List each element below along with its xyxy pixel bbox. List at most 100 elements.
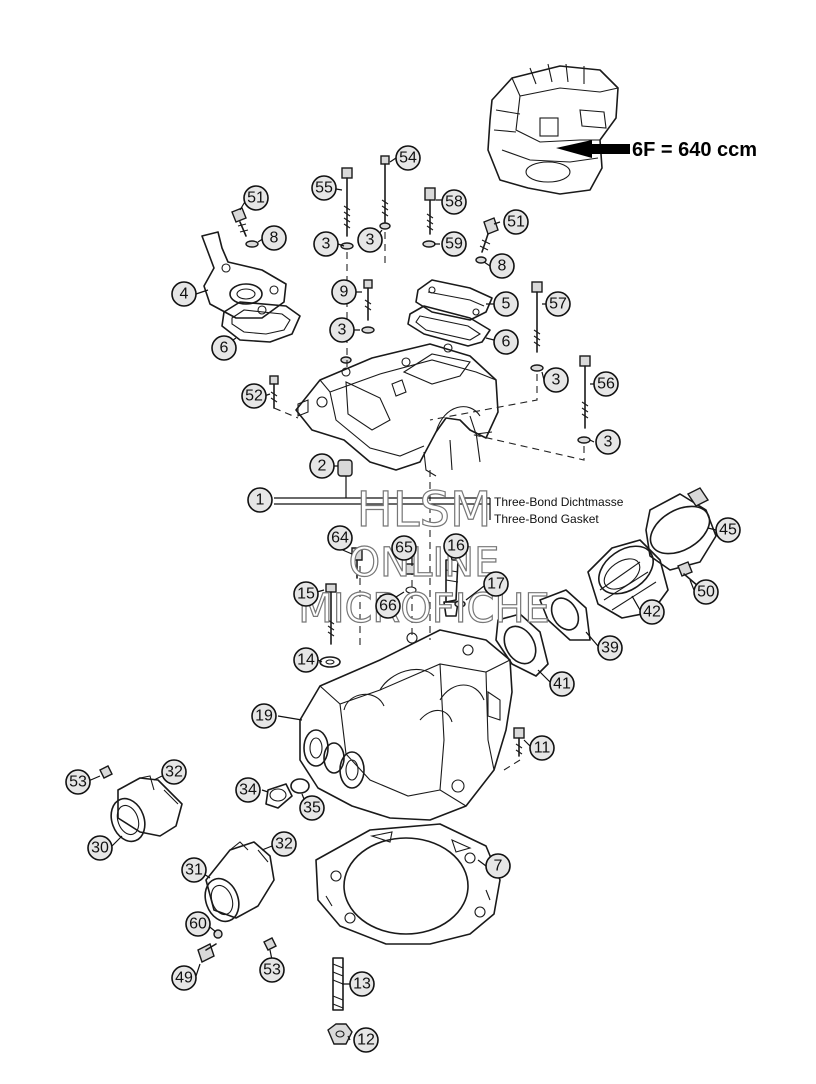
washer-17 [454, 600, 466, 608]
callout-circle [441, 231, 467, 257]
callout-number: 19 [255, 708, 273, 725]
callout-number: 39 [601, 640, 619, 657]
callout-number: 11 [534, 740, 551, 757]
callout-circle [313, 231, 339, 257]
callout-15: 15 [293, 581, 319, 607]
callout-number: 58 [445, 194, 463, 211]
callout-circle [529, 735, 555, 761]
callout-32b: 32 [271, 831, 297, 857]
callout-30: 30 [87, 835, 113, 861]
callout-circle [715, 517, 741, 543]
stud-13 [332, 957, 344, 1011]
callout-55: 55 [311, 175, 337, 201]
callout-circle [329, 317, 355, 343]
callout-number: 3 [366, 232, 375, 249]
plug-34 [265, 783, 293, 809]
callout-circle [251, 703, 277, 729]
callout-number: 45 [719, 522, 737, 539]
callout-number: 30 [91, 840, 109, 857]
callout-number: 35 [303, 800, 321, 817]
callout-54: 54 [395, 145, 421, 171]
callout-53a: 53 [65, 769, 91, 795]
callout-58: 58 [441, 189, 467, 215]
callout-circle [271, 831, 297, 857]
watermark-line-2: ONLINE [349, 540, 500, 586]
callout-circle [441, 189, 467, 215]
callout-circle [65, 769, 91, 795]
callout-number: 3 [338, 322, 347, 339]
callout-number: 59 [445, 236, 463, 253]
callout-circle [171, 281, 197, 307]
exhaust-flange-30 [110, 775, 183, 843]
washers-upper [245, 222, 591, 444]
callout-53b: 53 [259, 957, 285, 983]
upper-bolts [231, 155, 591, 429]
callout-circle [243, 185, 269, 211]
callout-13: 13 [349, 971, 375, 997]
callout-number: 17 [487, 576, 505, 593]
callout-8b: 8 [489, 253, 515, 279]
bolt-52 [269, 375, 279, 409]
callout-56: 56 [593, 371, 619, 397]
callout-65: 65 [391, 535, 417, 561]
callout-6b: 6 [493, 329, 519, 355]
callout-number: 50 [697, 584, 715, 601]
callout-circle [375, 593, 401, 619]
bolt-51-left [231, 207, 249, 237]
callout-number: 7 [494, 858, 503, 875]
callout-circle [235, 777, 261, 803]
spark-plug-tube [443, 559, 459, 617]
bolt-9 [363, 279, 373, 321]
callout-60: 60 [185, 911, 211, 937]
callout-circle [483, 571, 509, 597]
variant-label: 6F = 640 ccm [632, 139, 757, 161]
bolt-11 [513, 727, 525, 757]
callout-number: 13 [353, 976, 371, 993]
thermostat-gasket [221, 301, 301, 343]
callout-number: 53 [263, 962, 281, 979]
callout-number: 42 [643, 604, 661, 621]
callout-number: 3 [322, 236, 331, 253]
callout-64: 64 [327, 525, 353, 551]
callout-42: 42 [639, 599, 665, 625]
callout-number: 49 [175, 970, 193, 987]
callout-3a: 3 [313, 231, 339, 257]
callout-circle [545, 291, 571, 317]
callout-circle [593, 371, 619, 397]
callout-8a: 8 [261, 225, 287, 251]
oring-35 [290, 778, 310, 794]
callout-circle [693, 579, 719, 605]
callout-circle [161, 759, 187, 785]
callout-circle [247, 487, 273, 513]
callout-2: 2 [309, 453, 335, 479]
callout-59: 59 [441, 231, 467, 257]
engine-thumbnail [487, 63, 619, 195]
watermark-line-1: HLSM [357, 482, 492, 538]
sensor-64 [351, 547, 363, 579]
callout-35: 35 [299, 795, 325, 821]
callout-number: 4 [180, 286, 189, 303]
callout-number: 16 [447, 538, 465, 555]
callout-number: 53 [69, 774, 87, 791]
callout-circle [357, 227, 383, 253]
callout-number: 14 [297, 652, 315, 669]
callout-circle [493, 329, 519, 355]
callout-circle [211, 335, 237, 361]
callout-circle [549, 671, 575, 697]
callout-51a: 51 [243, 185, 269, 211]
callout-number: 6 [502, 334, 511, 351]
callout-number: 6 [220, 340, 229, 357]
callout-41: 41 [549, 671, 575, 697]
callout-45: 45 [715, 517, 741, 543]
callout-circle [311, 175, 337, 201]
callout-circle [443, 533, 469, 559]
exhaust-flange-31 [204, 841, 275, 923]
callouts: 1 2 3 3 3 3 3 4 5 6 6 7 8 8 9 11 12 13 1… [65, 145, 741, 1053]
callout-11: 11 [529, 735, 555, 761]
callout-number: 52 [245, 388, 263, 405]
callout-number: 15 [297, 586, 315, 603]
callout-7: 7 [485, 853, 511, 879]
callout-34: 34 [235, 777, 261, 803]
watermark: HLSM ONLINE MICROFICHE [298, 481, 551, 632]
